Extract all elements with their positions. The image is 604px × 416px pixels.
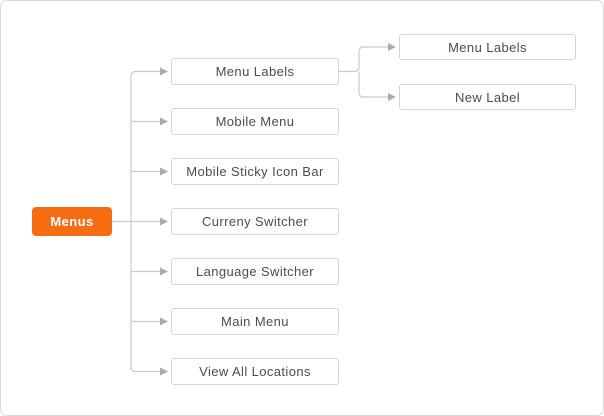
node-menu-labels-sub: Menu Labels	[399, 34, 576, 60]
arrow-right-icon	[160, 67, 168, 76]
node-mobile-sticky-icon-bar: Mobile Sticky Icon Bar	[171, 158, 339, 185]
node-menus: Menus	[32, 207, 112, 236]
node-language-switcher: Language Switcher	[171, 258, 339, 285]
connector	[130, 221, 160, 373]
arrow-right-icon	[160, 217, 168, 226]
node-main-menu: Main Menu	[171, 308, 339, 335]
arrow-right-icon	[160, 117, 168, 126]
connector	[130, 70, 160, 222]
node-menu-labels: Menu Labels	[171, 58, 339, 85]
connector	[339, 46, 388, 73]
node-new-label: New Label	[399, 84, 576, 110]
arrow-right-icon	[160, 167, 168, 176]
node-mobile-menu: Mobile Menu	[171, 108, 339, 135]
connector	[358, 71, 388, 98]
arrow-right-icon	[160, 317, 168, 326]
arrow-right-icon	[160, 267, 168, 276]
arrow-right-icon	[388, 43, 396, 51]
arrow-right-icon	[388, 93, 396, 101]
arrow-right-icon	[160, 367, 168, 376]
node-curreny-switcher: Curreny Switcher	[171, 208, 339, 235]
node-view-all-locations: View All Locations	[171, 358, 339, 385]
